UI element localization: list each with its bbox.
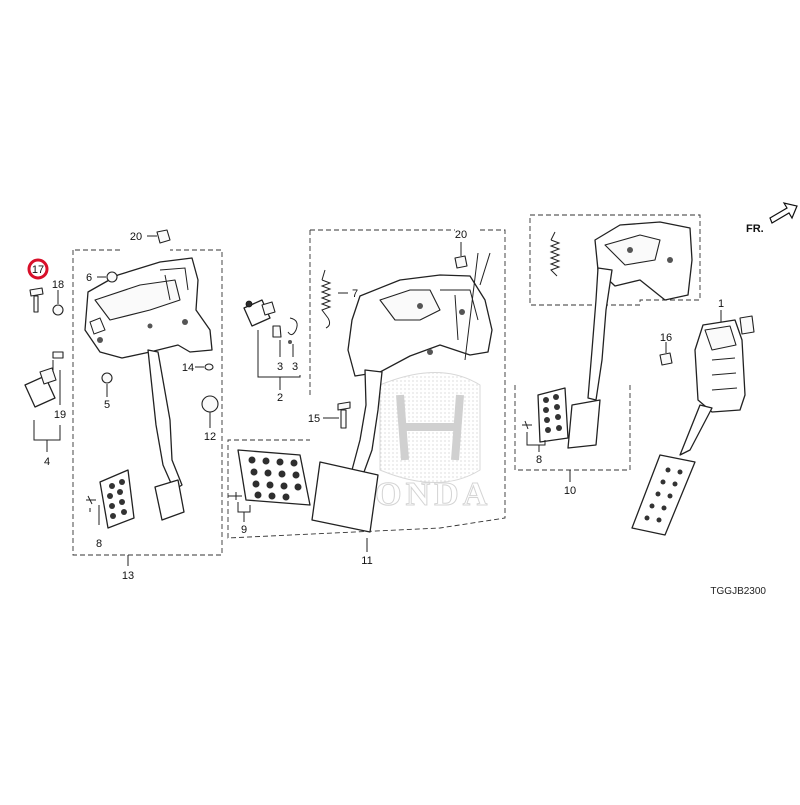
callout-10[interactable]: 10 xyxy=(564,485,576,497)
callout-3-left[interactable]: 3 xyxy=(277,361,283,373)
callout-20-center[interactable]: 20 xyxy=(455,229,467,241)
callout-13[interactable]: 13 xyxy=(122,570,134,582)
callout-5[interactable]: 5 xyxy=(104,399,110,411)
callout-17[interactable]: 17 xyxy=(32,264,44,276)
callout-15[interactable]: 15 xyxy=(308,413,320,425)
callout-8-right[interactable]: 8 xyxy=(536,454,542,466)
callout-labels: 1 2 3 3 4 5 6 7 8 8 9 10 11 12 13 14 15 … xyxy=(32,229,767,597)
group-13-brake-pedal xyxy=(72,229,223,566)
callout-19[interactable]: 19 xyxy=(54,409,66,421)
right-pedal-arm xyxy=(587,267,613,401)
group-4-switch-parts xyxy=(24,287,64,452)
callout-1[interactable]: 1 xyxy=(718,298,724,310)
stop-switch xyxy=(24,375,56,408)
callout-6[interactable]: 6 xyxy=(86,272,92,284)
callout-2[interactable]: 2 xyxy=(277,392,283,404)
diagram-code: TGGJB2300 xyxy=(710,586,766,597)
callout-12[interactable]: 12 xyxy=(204,431,216,443)
group-11-pedal-assy xyxy=(227,229,506,552)
callout-8-left[interactable]: 8 xyxy=(96,538,102,550)
group-1-accelerator xyxy=(631,310,755,536)
right-rubber-pad xyxy=(537,387,569,443)
group-2-sensor xyxy=(243,299,301,390)
callout-3-right[interactable]: 3 xyxy=(292,361,298,373)
callout-9[interactable]: 9 xyxy=(241,524,247,536)
callout-11[interactable]: 11 xyxy=(361,555,372,567)
highlight-ring xyxy=(27,258,49,280)
callout-7-center[interactable]: 7 xyxy=(352,288,358,300)
center-pedal-arm xyxy=(351,369,383,473)
accelerator-arm xyxy=(679,404,713,456)
brake-pad-left xyxy=(99,469,135,529)
direction-label: FR. xyxy=(746,223,764,235)
group-10-pedal-assy xyxy=(514,214,701,482)
callout-14[interactable]: 14 xyxy=(182,362,194,374)
accelerator-pad xyxy=(631,454,696,536)
callout-20-left[interactable]: 20 xyxy=(130,231,142,243)
callout-4[interactable]: 4 xyxy=(44,456,50,468)
center-pedal-pad xyxy=(311,461,379,533)
front-direction-arrow: FR. xyxy=(746,202,798,235)
callout-16[interactable]: 16 xyxy=(660,332,672,344)
callout-18[interactable]: 18 xyxy=(52,279,64,291)
brake-pedal-arm xyxy=(147,349,183,491)
